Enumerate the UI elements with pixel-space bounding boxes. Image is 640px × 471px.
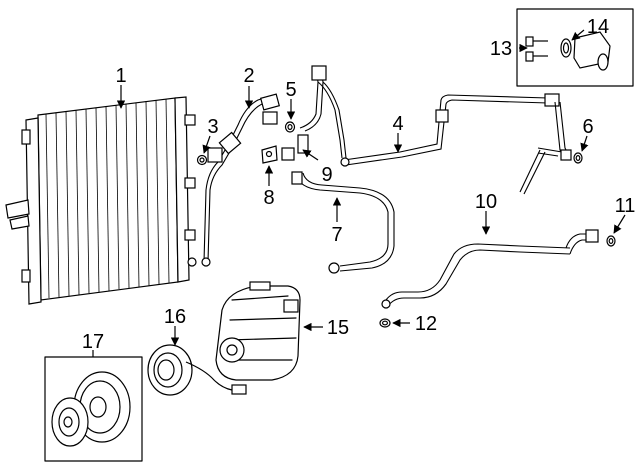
o-ring-6 bbox=[573, 152, 583, 164]
callout-11: 11 bbox=[615, 195, 636, 217]
sensor-kit-box bbox=[516, 8, 634, 87]
o-ring-5 bbox=[284, 121, 296, 133]
suction-hose bbox=[381, 229, 599, 309]
callout-12: 12 bbox=[415, 313, 437, 335]
callout-8: 8 bbox=[263, 187, 274, 209]
callout-6: 6 bbox=[582, 116, 593, 138]
callout-labels: 1 2 3 4 5 6 7 8 9 10 11 12 13 14 15 16 1… bbox=[82, 16, 636, 353]
callout-1: 1 bbox=[115, 65, 126, 87]
bolt-13 bbox=[525, 36, 548, 62]
gasket-8 bbox=[261, 145, 278, 164]
callout-16: 16 bbox=[164, 306, 186, 328]
callout-10: 10 bbox=[475, 191, 497, 213]
discharge-pipe-upper bbox=[299, 65, 347, 159]
callout-4: 4 bbox=[392, 113, 403, 135]
callout-17: 17 bbox=[82, 331, 104, 353]
clutch-coil bbox=[147, 344, 247, 396]
compressor bbox=[215, 281, 301, 381]
condenser-fins bbox=[45, 98, 170, 299]
callout-13: 13 bbox=[490, 38, 512, 60]
callout-5: 5 bbox=[285, 79, 296, 101]
o-ring-11 bbox=[606, 235, 616, 247]
sensor-14 bbox=[560, 31, 611, 71]
o-ring-12 bbox=[379, 318, 391, 328]
o-ring-3 bbox=[196, 154, 208, 166]
suction-line bbox=[340, 93, 572, 195]
condenser bbox=[5, 96, 197, 305]
callout-2: 2 bbox=[243, 65, 254, 87]
callout-9: 9 bbox=[321, 164, 332, 186]
valve-9 bbox=[281, 134, 309, 161]
callout-3: 3 bbox=[207, 116, 218, 138]
callout-15: 15 bbox=[327, 317, 349, 339]
callout-14: 14 bbox=[587, 16, 609, 38]
leader-lines bbox=[92, 29, 626, 357]
discharge-hose bbox=[291, 171, 395, 274]
callout-7: 7 bbox=[331, 224, 342, 246]
clutch-assembly-box bbox=[44, 356, 143, 462]
